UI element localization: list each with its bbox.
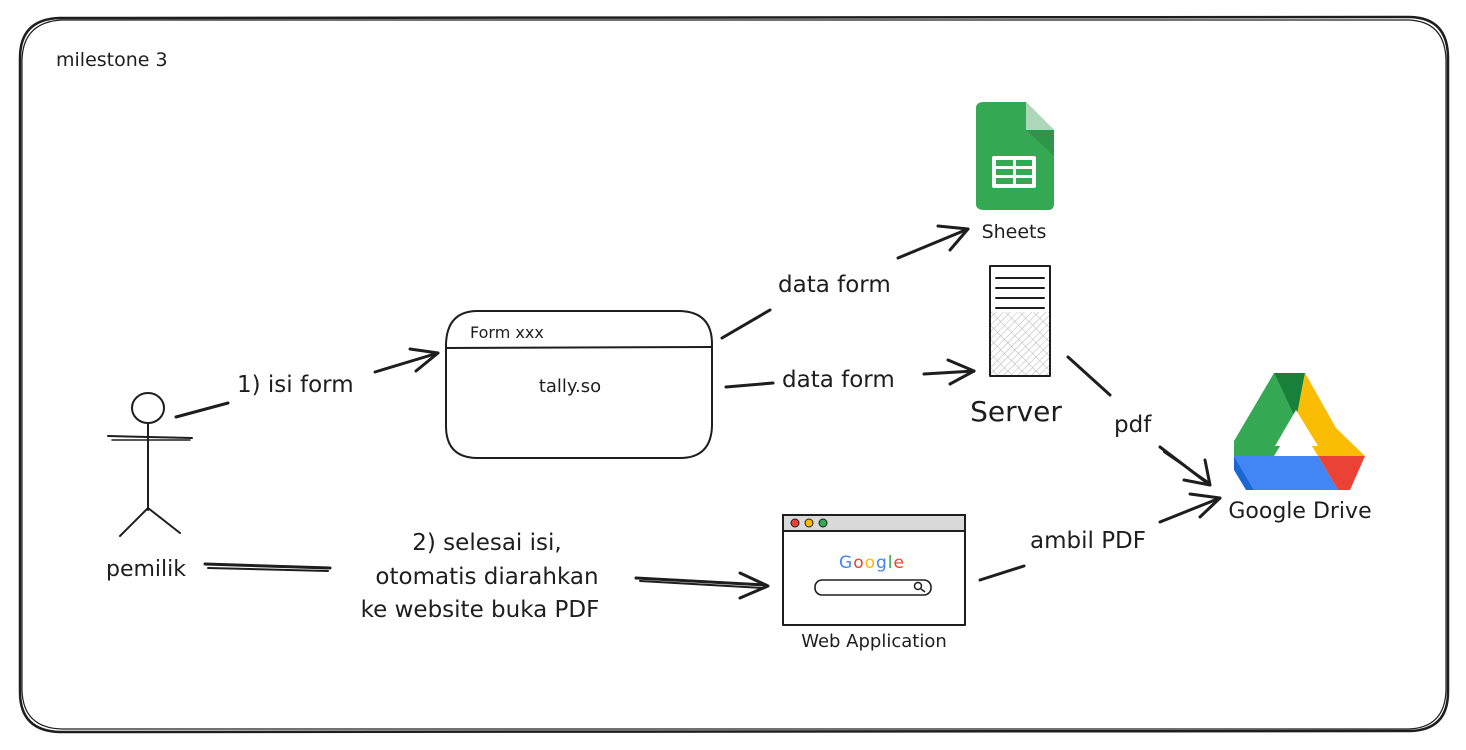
frame: milestone 3 [18, 15, 1450, 734]
drive-node: Google Drive [1228, 373, 1372, 524]
edge-data-form-sheets: data form [720, 224, 970, 340]
actor-label: pemilik [106, 557, 186, 582]
form-box: Form xxx tally.so [445, 310, 713, 459]
edge-ambil-pdf: ambil PDF [978, 492, 1222, 582]
frame-title: milestone 3 [56, 49, 168, 71]
edge-selesai-label-2: otomatis diarahkan [375, 564, 598, 590]
search-icon [913, 581, 926, 593]
edge-data-form-sheets-label: data form [778, 272, 891, 298]
edge-selesai-label: 2) selesai isi, [412, 530, 561, 556]
edge-isi-form: 1) isi form [174, 347, 440, 419]
edge-pdf: pdf [1066, 355, 1212, 487]
actor-pemilik: pemilik [106, 392, 193, 582]
server-node: Server [970, 265, 1062, 428]
webapp-label: Web Application [801, 631, 947, 652]
server-label: Server [970, 395, 1062, 428]
browser-search-bar [814, 579, 932, 596]
edge-isi-form-label: 1) isi form [237, 372, 354, 398]
edge-pdf-label: pdf [1114, 412, 1152, 438]
google-sheets-icon [976, 102, 1054, 210]
edge-selesai-label-3: ke website buka PDF [361, 597, 600, 623]
form-body: tally.so [539, 376, 601, 397]
webapp-node: Google Web Application [782, 514, 966, 652]
drive-label: Google Drive [1228, 499, 1371, 524]
edge-data-form-server: data form [724, 358, 976, 393]
edge-ambil-pdf-label: ambil PDF [1030, 528, 1146, 554]
browser-window-icon: Google [782, 514, 966, 626]
edge-selesai-line2: otomatis diarahkan [375, 564, 598, 590]
google-drive-icon [1234, 373, 1365, 490]
google-logo: Google [839, 553, 905, 573]
edge-selesai-line3: ke website buka PDF [361, 597, 600, 623]
sheets-node: Sheets [976, 102, 1054, 243]
sheets-label: Sheets [982, 221, 1047, 243]
stick-figure-icon [107, 392, 193, 537]
edge-selesai-line1: 2) selesai isi, [412, 530, 561, 556]
server-icon [989, 265, 1051, 377]
edge-data-form-server-label: data form [782, 367, 895, 393]
form-header: Form xxx [470, 323, 544, 342]
edge-selesai: 2) selesai isi, otomatis diarahkan ke we… [203, 530, 770, 623]
